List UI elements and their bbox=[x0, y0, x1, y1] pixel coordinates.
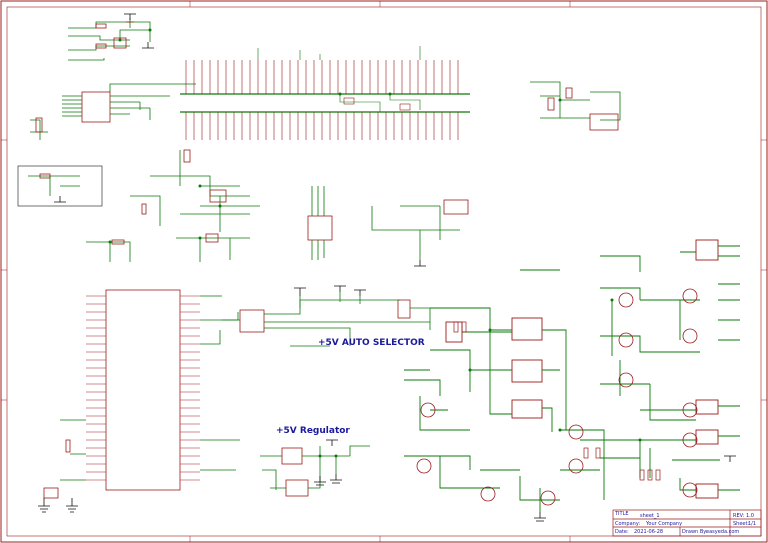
main-mcu-block bbox=[43, 289, 240, 499]
company-value: Your Company bbox=[646, 521, 683, 527]
filter-circuits bbox=[86, 149, 260, 262]
right-logic-area bbox=[404, 239, 740, 512]
power-flags bbox=[124, 13, 736, 462]
switch-circuit-box bbox=[17, 165, 103, 207]
title-label: TITLE bbox=[615, 511, 629, 517]
opamp-top-right bbox=[530, 81, 621, 131]
junction-dots bbox=[108, 28, 642, 458]
sheet-border-inner bbox=[6, 6, 762, 537]
regulator-heading: +5V Regulator bbox=[276, 426, 350, 436]
rev-value: 1.0 bbox=[746, 513, 754, 519]
date-label: Date: bbox=[615, 529, 629, 535]
title-value: sheet_1 bbox=[640, 513, 660, 519]
sheet-value: 1/1 bbox=[748, 521, 757, 527]
auto-selector-heading: +5V AUTO SELECTOR bbox=[318, 338, 425, 348]
drawn-value: easyeda.com bbox=[706, 529, 740, 535]
drawn-label: Drawn By: bbox=[682, 529, 708, 535]
mid-connector bbox=[307, 186, 333, 260]
opamp-input-circuit bbox=[68, 18, 151, 61]
title-block bbox=[612, 509, 762, 537]
header-connector-top bbox=[180, 46, 470, 140]
company-label: Company: bbox=[615, 521, 641, 527]
sheet-label: Sheet: bbox=[733, 521, 750, 527]
right-mid-regulator bbox=[371, 199, 469, 260]
date-value: 2021-06-28 bbox=[634, 529, 664, 535]
left-connector bbox=[30, 117, 48, 140]
regulator-circuit bbox=[260, 445, 370, 497]
rev-label: REV: bbox=[733, 513, 745, 519]
mux-ic-block bbox=[62, 83, 196, 123]
ground-symbols bbox=[38, 42, 546, 522]
